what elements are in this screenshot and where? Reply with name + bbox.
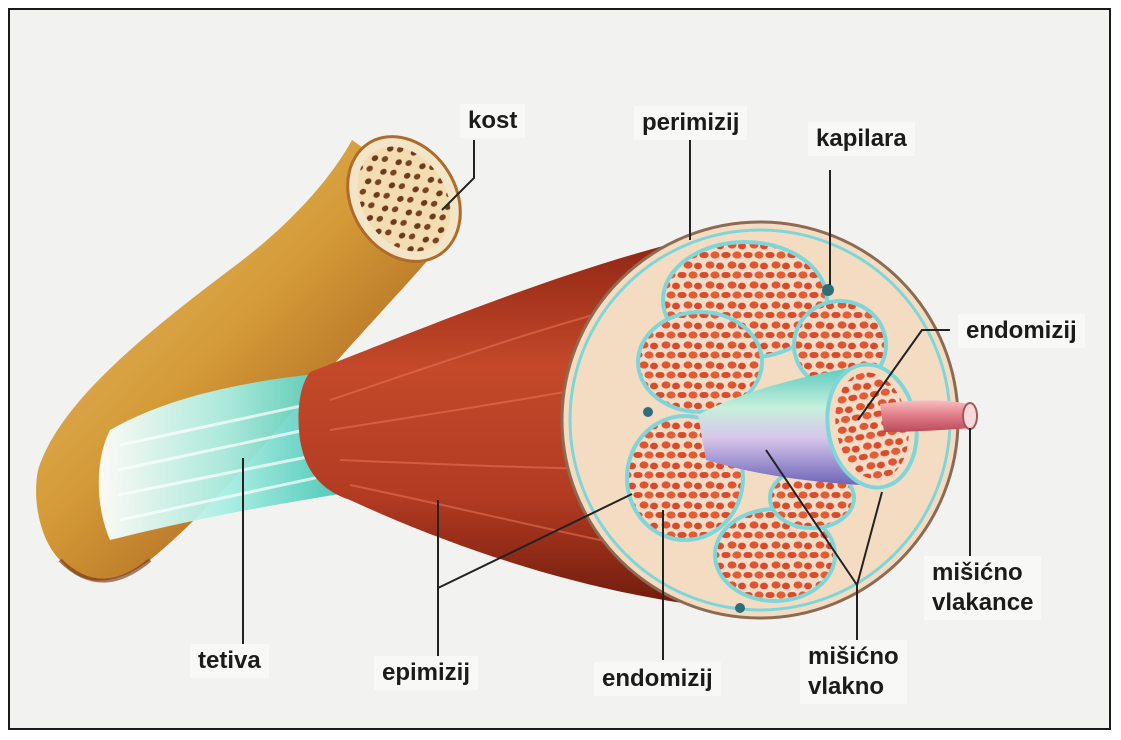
label-endomizij-right: endomizij [958, 314, 1085, 348]
label-misicno-vlakno-line1: mišićno [808, 642, 899, 672]
label-misicno-vlakno: mišićno vlakno [800, 640, 907, 704]
label-misicno-vlakance-line2: vlakance [932, 588, 1033, 618]
label-endomizij-bottom: endomizij [594, 662, 721, 696]
label-kapilara: kapilara [808, 122, 915, 156]
label-misicno-vlakance-line1: mišićno [932, 558, 1033, 588]
label-kost: kost [460, 104, 525, 138]
label-epimizij: epimizij [374, 656, 478, 690]
label-misicno-vlakance: mišićno vlakance [924, 556, 1041, 620]
myofibril [880, 400, 977, 432]
label-perimizij: perimizij [634, 106, 747, 140]
label-misicno-vlakno-line2: vlakno [808, 672, 899, 702]
label-tetiva: tetiva [190, 644, 269, 678]
